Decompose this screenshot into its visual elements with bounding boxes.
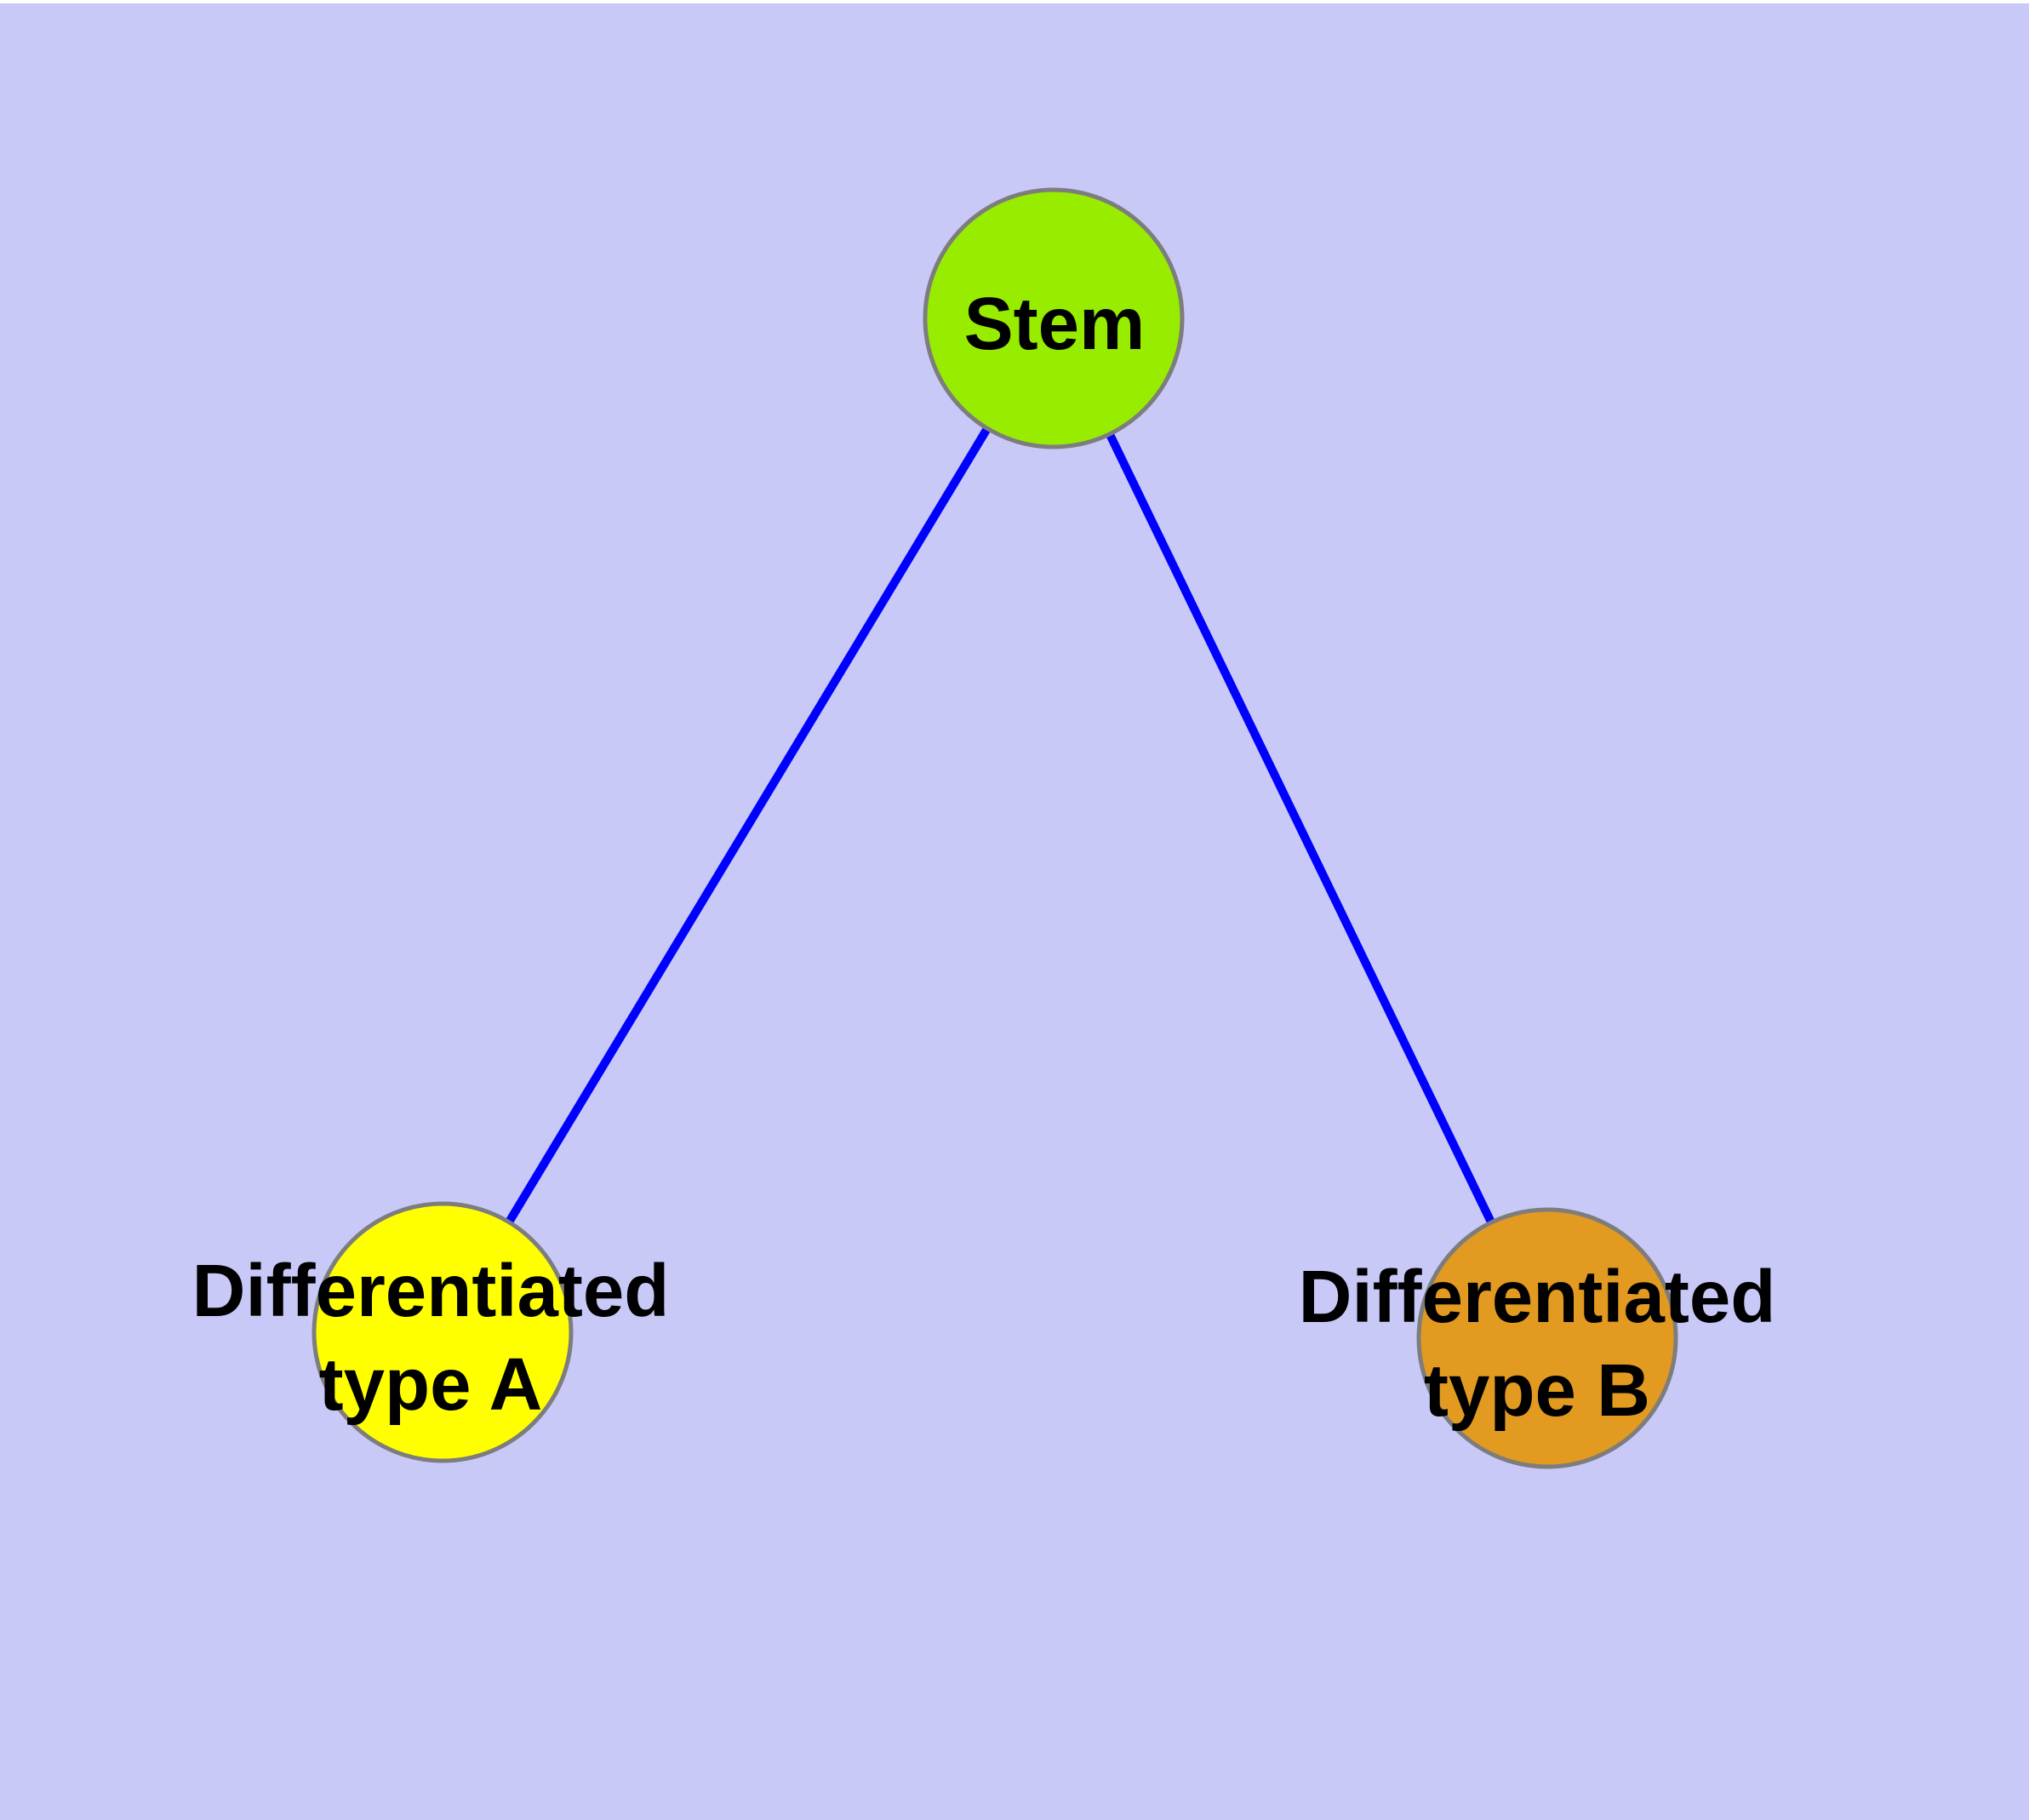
top-margin-strip [0, 0, 2029, 3]
node-stem [923, 187, 1185, 449]
node-type-b-label-line2: type B [1424, 1349, 1650, 1432]
node-stem-label: Stem [964, 283, 1146, 365]
edge-stem-to-type-a [438, 316, 1058, 1335]
node-differentiated-type-b [1416, 1207, 1678, 1469]
node-type-a-label-line2: type A [319, 1343, 543, 1426]
node-type-a-label-line1: Differentiated [192, 1250, 670, 1332]
node-differentiated-type-a [311, 1201, 574, 1463]
node-type-b-label-line1: Differentiated [1299, 1256, 1776, 1338]
edge-stem-to-type-b [1049, 316, 1552, 1341]
